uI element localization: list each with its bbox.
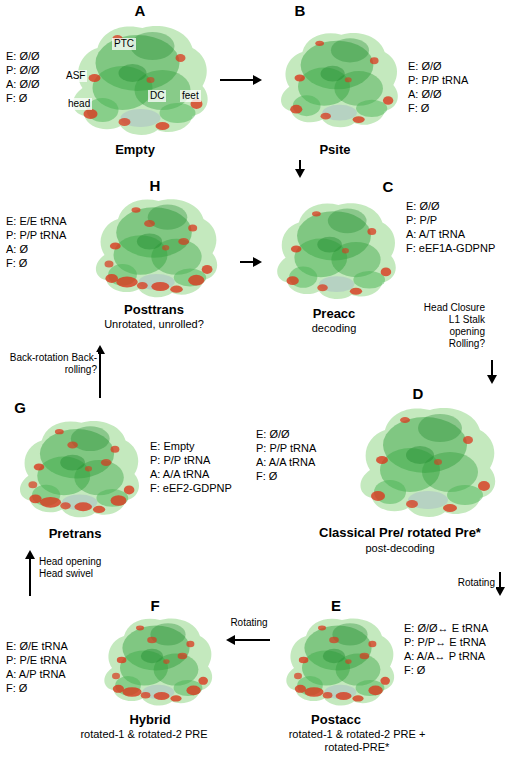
state-subtitle: rotated-1 & rotated-2 PRE + rotated-PRE* <box>272 728 442 754</box>
state-panel: B Psite E: Ø/ØP: P/P tRNAA: Ø/ØF: Ø <box>262 2 516 160</box>
arrow-shaft <box>99 353 101 398</box>
site-occupancy: E: Ø/Ø <box>408 60 514 73</box>
transition-arrow <box>240 257 262 267</box>
site-occupancy: F: Ø <box>6 257 70 270</box>
panel-letter: H <box>145 177 165 195</box>
state-name: Psite <box>295 142 375 158</box>
site-occupancy: A: A/P tRNA <box>6 668 86 681</box>
site-occupancy: E: E/E tRNA <box>6 215 70 228</box>
panel-letter: E <box>326 597 346 615</box>
part-label: DC <box>148 90 166 102</box>
site-occupancy: E: Empty <box>150 440 242 453</box>
panel-letter: F <box>145 597 165 615</box>
transition-arrow <box>25 550 35 596</box>
transition-arrow <box>220 75 262 85</box>
state-panel: G Pretrans E: EmptyP: P/P tRNAA: A/A tRNAF… <box>4 398 244 550</box>
transition-arrow <box>226 635 270 645</box>
panel-letter: G <box>10 399 30 417</box>
state-panel: D Classical Pre/ rotated Pre*post-decodin… <box>250 384 516 572</box>
part-label: feet <box>180 90 201 102</box>
transition-arrow <box>487 360 497 384</box>
state-name: Empty <box>95 142 175 158</box>
panel-letter: A <box>130 2 150 20</box>
arrow-head <box>253 257 262 267</box>
site-occupancy: P: P/P↔ E tRNA <box>404 636 514 649</box>
site-occupancy: F: Ø <box>6 682 86 695</box>
arrow-shaft <box>299 160 301 170</box>
state-subtitle: decoding <box>294 322 374 335</box>
state-panel: E Postaccrotated-1 & rotated-2 PRE + rota… <box>270 596 516 760</box>
arrow-shaft <box>499 572 501 588</box>
transition-label: Head opening Head swivel <box>38 556 126 580</box>
transition-arrow <box>295 160 305 178</box>
transition-label: Head Closure L1 Stalk opening Rolling? <box>412 302 486 350</box>
arrow-head <box>226 635 235 645</box>
site-occupancy: A: Ø/Ø <box>408 88 514 101</box>
site-occupancy: A: A/A tRNA <box>150 468 242 481</box>
site-occupancy: P: P/P tRNA <box>6 229 70 242</box>
transition-arrow <box>495 572 505 596</box>
site-occupancy: E: Ø/Ø <box>256 428 346 441</box>
site-occupancy: F: Ø <box>408 102 514 115</box>
arrow-head <box>25 550 35 559</box>
site-occupancy: A: Ø <box>6 243 70 256</box>
site-occupancy: E: Ø/Ø <box>406 200 514 213</box>
state-panel: F Hybridrotated-1 & rotated-2 PRE E: Ø/E t… <box>4 596 226 760</box>
site-occupancy: F: Ø <box>256 470 346 483</box>
site-occupancy: E: Ø/E tRNA <box>6 640 86 653</box>
site-occupancy: P: Ø/Ø <box>6 64 61 77</box>
site-occupancy: E: Ø/Ø↔ E tRNA <box>404 622 514 635</box>
state-name: Pretrans <box>35 526 115 542</box>
site-occupancy: F: Ø <box>404 664 514 677</box>
site-occupancy: F: Ø <box>6 92 61 105</box>
site-occupancy: A: A/A↔ P tRNA <box>404 650 514 663</box>
panel-letter: D <box>408 385 428 403</box>
arrow-shaft <box>240 261 254 263</box>
state-name: Preacc <box>294 306 374 322</box>
site-occupancy: A: Ø/Ø <box>6 78 61 91</box>
site-occupancy: P: P/P tRNA <box>408 74 514 87</box>
site-occupancy: A: A/T tRNA <box>406 228 514 241</box>
arrow-head <box>253 75 262 85</box>
arrow-shaft <box>234 639 270 641</box>
state-name: Postacc <box>296 712 376 728</box>
state-subtitle: rotated-1 & rotated-2 PRE <box>64 728 224 741</box>
arrow-shaft <box>29 558 31 596</box>
site-occupancy: E: Ø/Ø <box>6 50 61 63</box>
part-label: head <box>66 98 92 110</box>
arrow-head <box>495 587 505 596</box>
site-occupancy: P: P/P tRNA <box>256 442 346 455</box>
arrow-head <box>295 169 305 178</box>
site-occupancy: P: P/E tRNA <box>6 654 86 667</box>
state-name: Hybrid <box>110 712 190 728</box>
site-occupancy: F: eEF2-GDPNP <box>150 482 242 495</box>
part-label: ASF <box>64 70 87 82</box>
panel-letter: C <box>378 178 398 196</box>
state-subtitle: post-decoding <box>300 542 500 555</box>
state-subtitle: Unrotated, unrolled? <box>64 318 244 331</box>
state-panel: HPosttransUnrotated, unrolled?E: E/E tRN… <box>4 176 240 345</box>
site-occupancy: F: eEF1A-GDPNP <box>406 242 514 255</box>
transition-label: Rotating <box>224 617 274 629</box>
site-occupancy: A: A/A tRNA <box>256 456 346 469</box>
state-panel: A Empty E: Ø/ØP: Ø/ØA: Ø/ØF: Ø <box>4 2 220 160</box>
arrow-head <box>487 375 497 384</box>
arrow-shaft <box>220 79 254 81</box>
site-occupancy: P: P/P <box>406 214 514 227</box>
transition-label: Rotating <box>434 577 496 589</box>
transition-label: Back-rotation Back-rolling? <box>4 352 98 376</box>
part-label: PTC <box>112 38 136 50</box>
state-name: Classical Pre/ rotated Pre* <box>300 525 500 541</box>
panel-letter: B <box>290 2 310 20</box>
arrow-shaft <box>491 360 493 376</box>
site-occupancy: P: P/P tRNA <box>150 454 242 467</box>
state-name: Posttrans <box>94 302 214 318</box>
